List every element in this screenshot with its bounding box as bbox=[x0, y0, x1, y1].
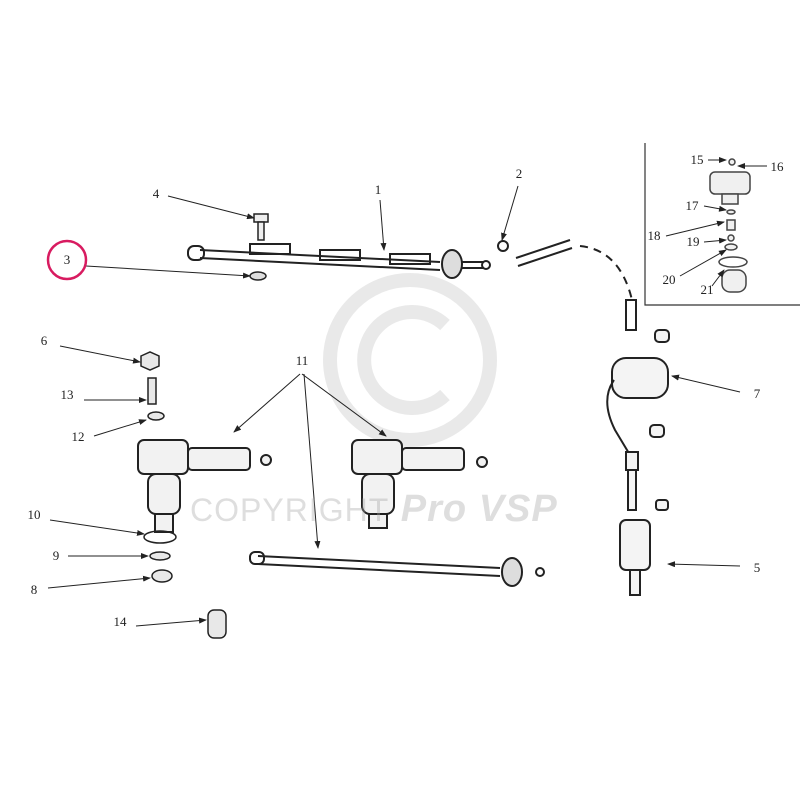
leader-lines bbox=[47, 157, 767, 627]
callout-8[interactable]: 8 bbox=[30, 582, 38, 597]
callout-7[interactable]: 7 bbox=[753, 386, 761, 401]
callout-1[interactable]: 1 bbox=[374, 182, 382, 197]
fuel-filter bbox=[619, 499, 669, 596]
callout-11[interactable]: 11 bbox=[295, 353, 309, 368]
fuel-rail-bottom bbox=[249, 551, 545, 587]
highlight-circle bbox=[46, 239, 88, 281]
callout-6[interactable]: 6 bbox=[40, 333, 48, 348]
callout-21[interactable]: 21 bbox=[700, 282, 714, 297]
callout-10[interactable]: 10 bbox=[27, 507, 41, 522]
callout-16[interactable]: 16 bbox=[770, 159, 784, 174]
copyright-watermark-icon bbox=[323, 273, 497, 447]
bolt bbox=[253, 213, 269, 241]
pressure-regulator bbox=[709, 158, 751, 293]
small-parts bbox=[140, 351, 227, 639]
callout-4[interactable]: 4 bbox=[152, 186, 160, 201]
callout-9[interactable]: 9 bbox=[52, 548, 60, 563]
callout-5[interactable]: 5 bbox=[753, 560, 761, 575]
copyright-watermark: COPYRIGHT Pro VSP bbox=[190, 488, 558, 531]
watermark-prefix: COPYRIGHT bbox=[190, 492, 390, 528]
callout-12[interactable]: 12 bbox=[71, 429, 85, 444]
nut bbox=[249, 271, 267, 281]
callout-13[interactable]: 13 bbox=[60, 387, 74, 402]
callout-3[interactable]: 3 bbox=[63, 252, 71, 267]
callout-19[interactable]: 19 bbox=[686, 234, 700, 249]
callout-15[interactable]: 15 bbox=[690, 152, 704, 167]
callout-20[interactable]: 20 bbox=[662, 272, 676, 287]
watermark-brand: Pro VSP bbox=[400, 488, 558, 530]
callout-14[interactable]: 14 bbox=[113, 614, 127, 629]
injector-right bbox=[351, 439, 488, 529]
fuel-pump bbox=[606, 329, 670, 511]
hose bbox=[497, 239, 637, 331]
callout-17[interactable]: 17 bbox=[685, 198, 699, 213]
injector-left bbox=[137, 439, 272, 533]
fuel-rail-top bbox=[187, 243, 491, 279]
callout-18[interactable]: 18 bbox=[647, 228, 661, 243]
callout-2[interactable]: 2 bbox=[515, 166, 523, 181]
inset-frame bbox=[644, 143, 800, 306]
